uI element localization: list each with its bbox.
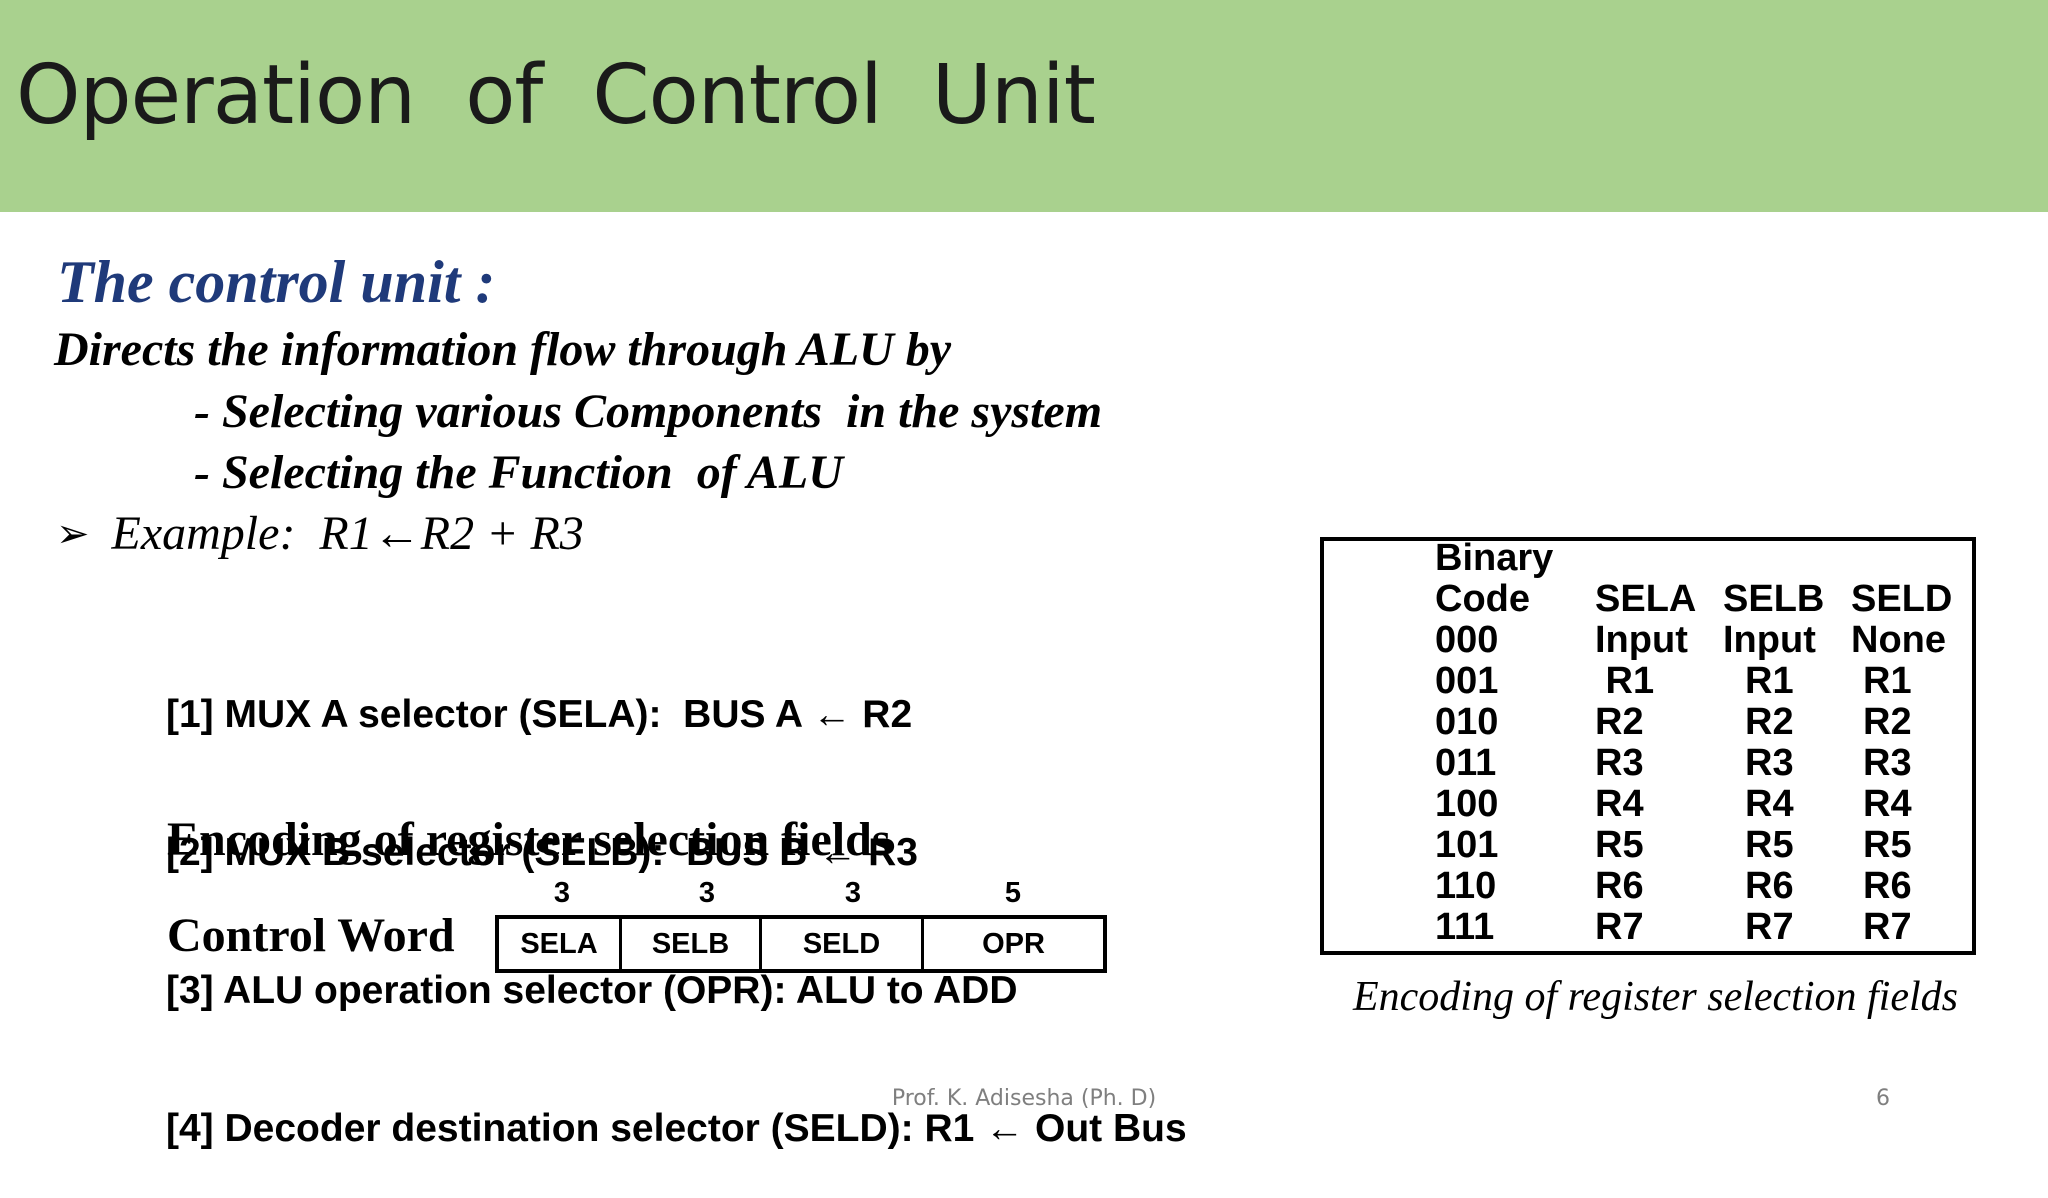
- step-item: [1] MUX A selector (SELA): BUS A ← R2: [166, 693, 913, 736]
- arrow-bullet-icon: ➢: [56, 511, 90, 556]
- control-word-label: Control Word: [167, 909, 455, 962]
- table-register-cell: R7: [1863, 906, 1912, 948]
- field-seld: SELD: [762, 919, 924, 969]
- table-register-cell: R6: [1595, 865, 1644, 907]
- table-register-cell: R5: [1863, 824, 1912, 866]
- table-register-cell: R3: [1595, 742, 1644, 784]
- table-code-cell: 110: [1435, 865, 1497, 907]
- table-register-cell: R2: [1595, 701, 1644, 743]
- table-register-cell: R2: [1863, 701, 1912, 743]
- page-number: 6: [1876, 1086, 1890, 1111]
- table-register-cell: R7: [1595, 906, 1644, 948]
- example-expression: R2 + R3: [420, 507, 584, 560]
- table-register-cell: R5: [1745, 824, 1794, 866]
- table-code-cell: 101: [1435, 824, 1499, 866]
- table-register-cell: R6: [1745, 865, 1794, 907]
- table-register-cell: R2: [1745, 701, 1794, 743]
- point-components: - Selecting various Components in the sy…: [194, 385, 1103, 438]
- encoding-heading: Encoding of register selection fields: [167, 813, 891, 866]
- table-code-cell: 100: [1435, 783, 1499, 825]
- bit-width-selb: 3: [698, 877, 716, 909]
- table-register-cell: R1: [1745, 660, 1794, 702]
- intro-text: Directs the information flow through ALU…: [54, 323, 951, 376]
- encoding-table: Binary Code SELA SELB SELD 000 Input Input…: [1320, 537, 1976, 955]
- table-code-cell: 010: [1435, 701, 1499, 743]
- header-seld: SELD: [1851, 578, 1953, 620]
- table-register-cell: R3: [1863, 742, 1912, 784]
- steps-list: [1] MUX A selector (SELA): BUS A ← R2 [2…: [166, 600, 1187, 1198]
- step-item: [3] ALU operation selector (OPR): ALU to…: [166, 969, 1018, 1012]
- field-selb: SELB: [622, 919, 762, 969]
- table-register-cell: R4: [1595, 783, 1644, 825]
- table-register-cell: R6: [1863, 865, 1912, 907]
- table-code-cell: 111: [1435, 906, 1495, 948]
- header-code: Code: [1435, 578, 1530, 620]
- example-label: Example: R1: [111, 507, 373, 560]
- title-bar: Operation of Control Unit: [0, 0, 2048, 212]
- field-sela: SELA: [499, 919, 622, 969]
- table-register-cell: R7: [1745, 906, 1794, 948]
- field-opr: OPR: [982, 927, 1045, 960]
- table-register-cell: R3: [1745, 742, 1794, 784]
- table-register-cell: R1: [1595, 660, 1655, 702]
- slide-title: Operation of Control Unit: [16, 48, 1096, 143]
- left-arrow-icon: ←: [372, 507, 421, 560]
- subheading: The control unit :: [57, 249, 496, 315]
- table-code-cell: 011: [1435, 742, 1497, 784]
- header-selb: SELB: [1723, 578, 1825, 620]
- bit-width-opr: 5: [1004, 877, 1022, 909]
- table-caption: Encoding of register selection fields: [1353, 974, 1959, 1020]
- table-register-cell: Input: [1723, 619, 1816, 661]
- control-word-diagram: SELA SELB SELD OPR: [495, 915, 1107, 973]
- header-binary: Binary: [1435, 537, 1554, 579]
- step-item: [2] MUX B selector (SELB): BUS B ← R3: [166, 831, 918, 874]
- table-register-cell: R5: [1595, 824, 1644, 866]
- table-register-cell: R1: [1863, 660, 1912, 702]
- example-line: ➢ Example: R1 ← R2 + R3: [56, 506, 584, 561]
- footer-author: Prof. K. Adisesha (Ph. D): [891, 1086, 1157, 1111]
- point-function: - Selecting the Function of ALU: [194, 446, 843, 499]
- table-register-cell: R4: [1863, 783, 1912, 825]
- table-code-cell: 000: [1435, 619, 1499, 661]
- table-register-cell: R4: [1745, 783, 1794, 825]
- bit-width-sela: 3: [553, 877, 571, 909]
- header-sela: SELA: [1595, 578, 1697, 620]
- table-register-cell: Input: [1595, 619, 1688, 661]
- table-register-cell: None: [1851, 619, 1946, 661]
- bit-width-seld: 3: [844, 877, 862, 909]
- step-item: [4] Decoder destination selector (SELD):…: [166, 1107, 1187, 1150]
- table-code-cell: 001: [1435, 660, 1499, 702]
